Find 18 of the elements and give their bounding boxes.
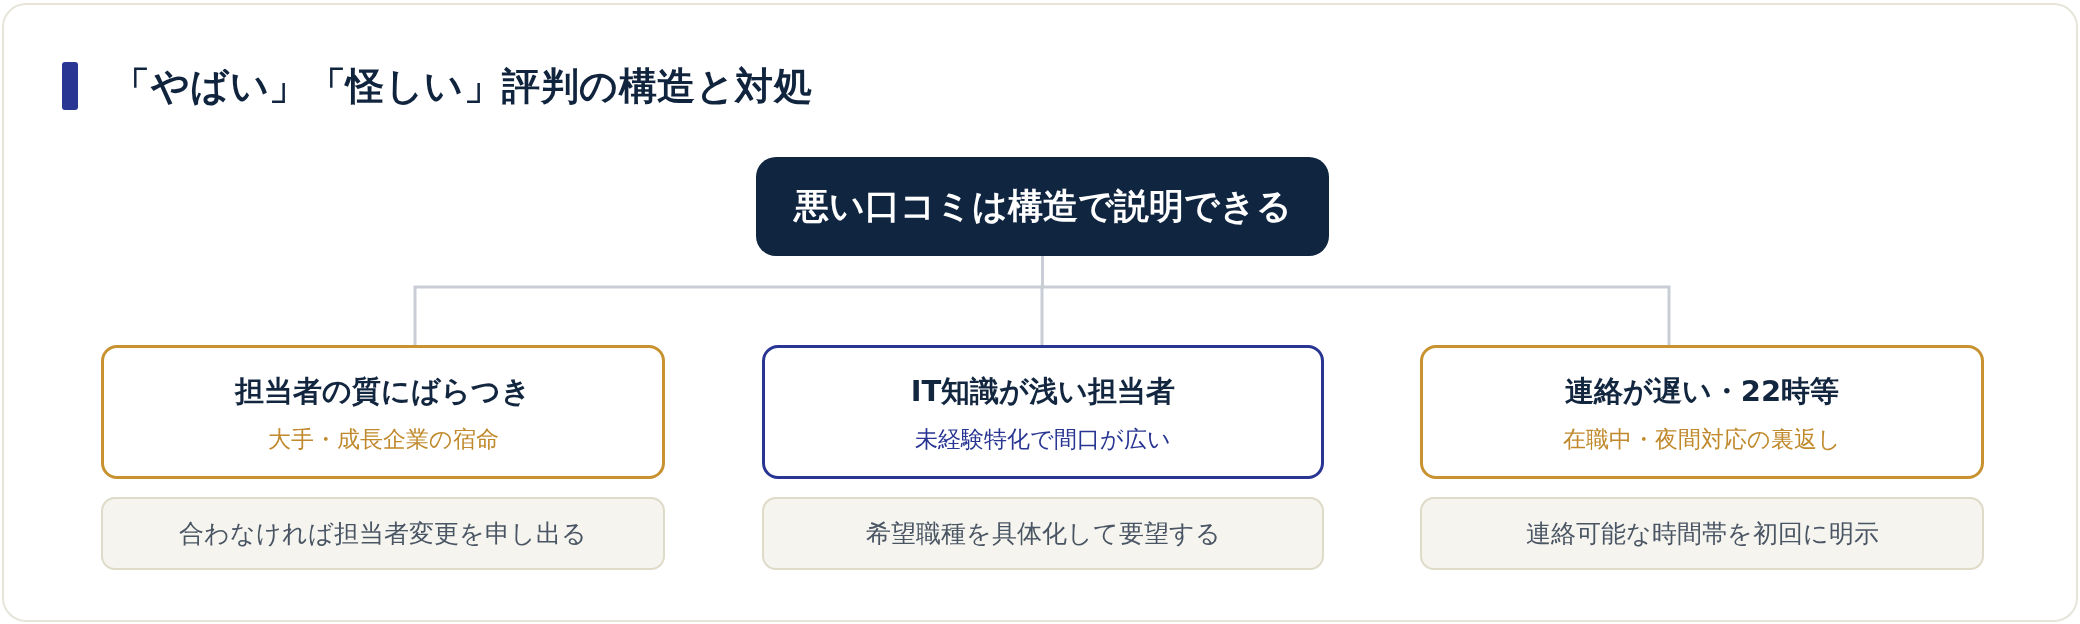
root-box [756, 157, 1329, 256]
action-box [101, 497, 665, 570]
issue-subtitle: 未経験特化で間口が広い [915, 424, 1171, 454]
issue-box [101, 345, 665, 479]
action-box [1420, 497, 1984, 570]
action-box [762, 497, 1324, 570]
issue-heading: 連絡が遅い・22時等 [1564, 372, 1840, 410]
issue-subtitle: 在職中・夜間対応の裏返し [1563, 424, 1841, 454]
root-text: 悪い口コミは構造で説明できる [793, 185, 1292, 228]
issue-subtitle: 大手・成長企業の宿命 [267, 424, 499, 454]
action-text: 合わなければ担当者変更を申し出る [179, 518, 587, 550]
issue-box [1420, 345, 1984, 479]
diagram-title: 「やばい」「怪しい」評判の構造と対処 [112, 62, 812, 110]
issue-box [762, 345, 1324, 479]
action-text: 希望職種を具体化して要望する [865, 518, 1221, 550]
action-text: 連絡可能な時間帯を初回に明示 [1525, 518, 1879, 550]
issue-heading: IT知識が浅い担当者 [910, 372, 1176, 410]
issue-heading: 担当者の質にばらつき [235, 372, 531, 410]
